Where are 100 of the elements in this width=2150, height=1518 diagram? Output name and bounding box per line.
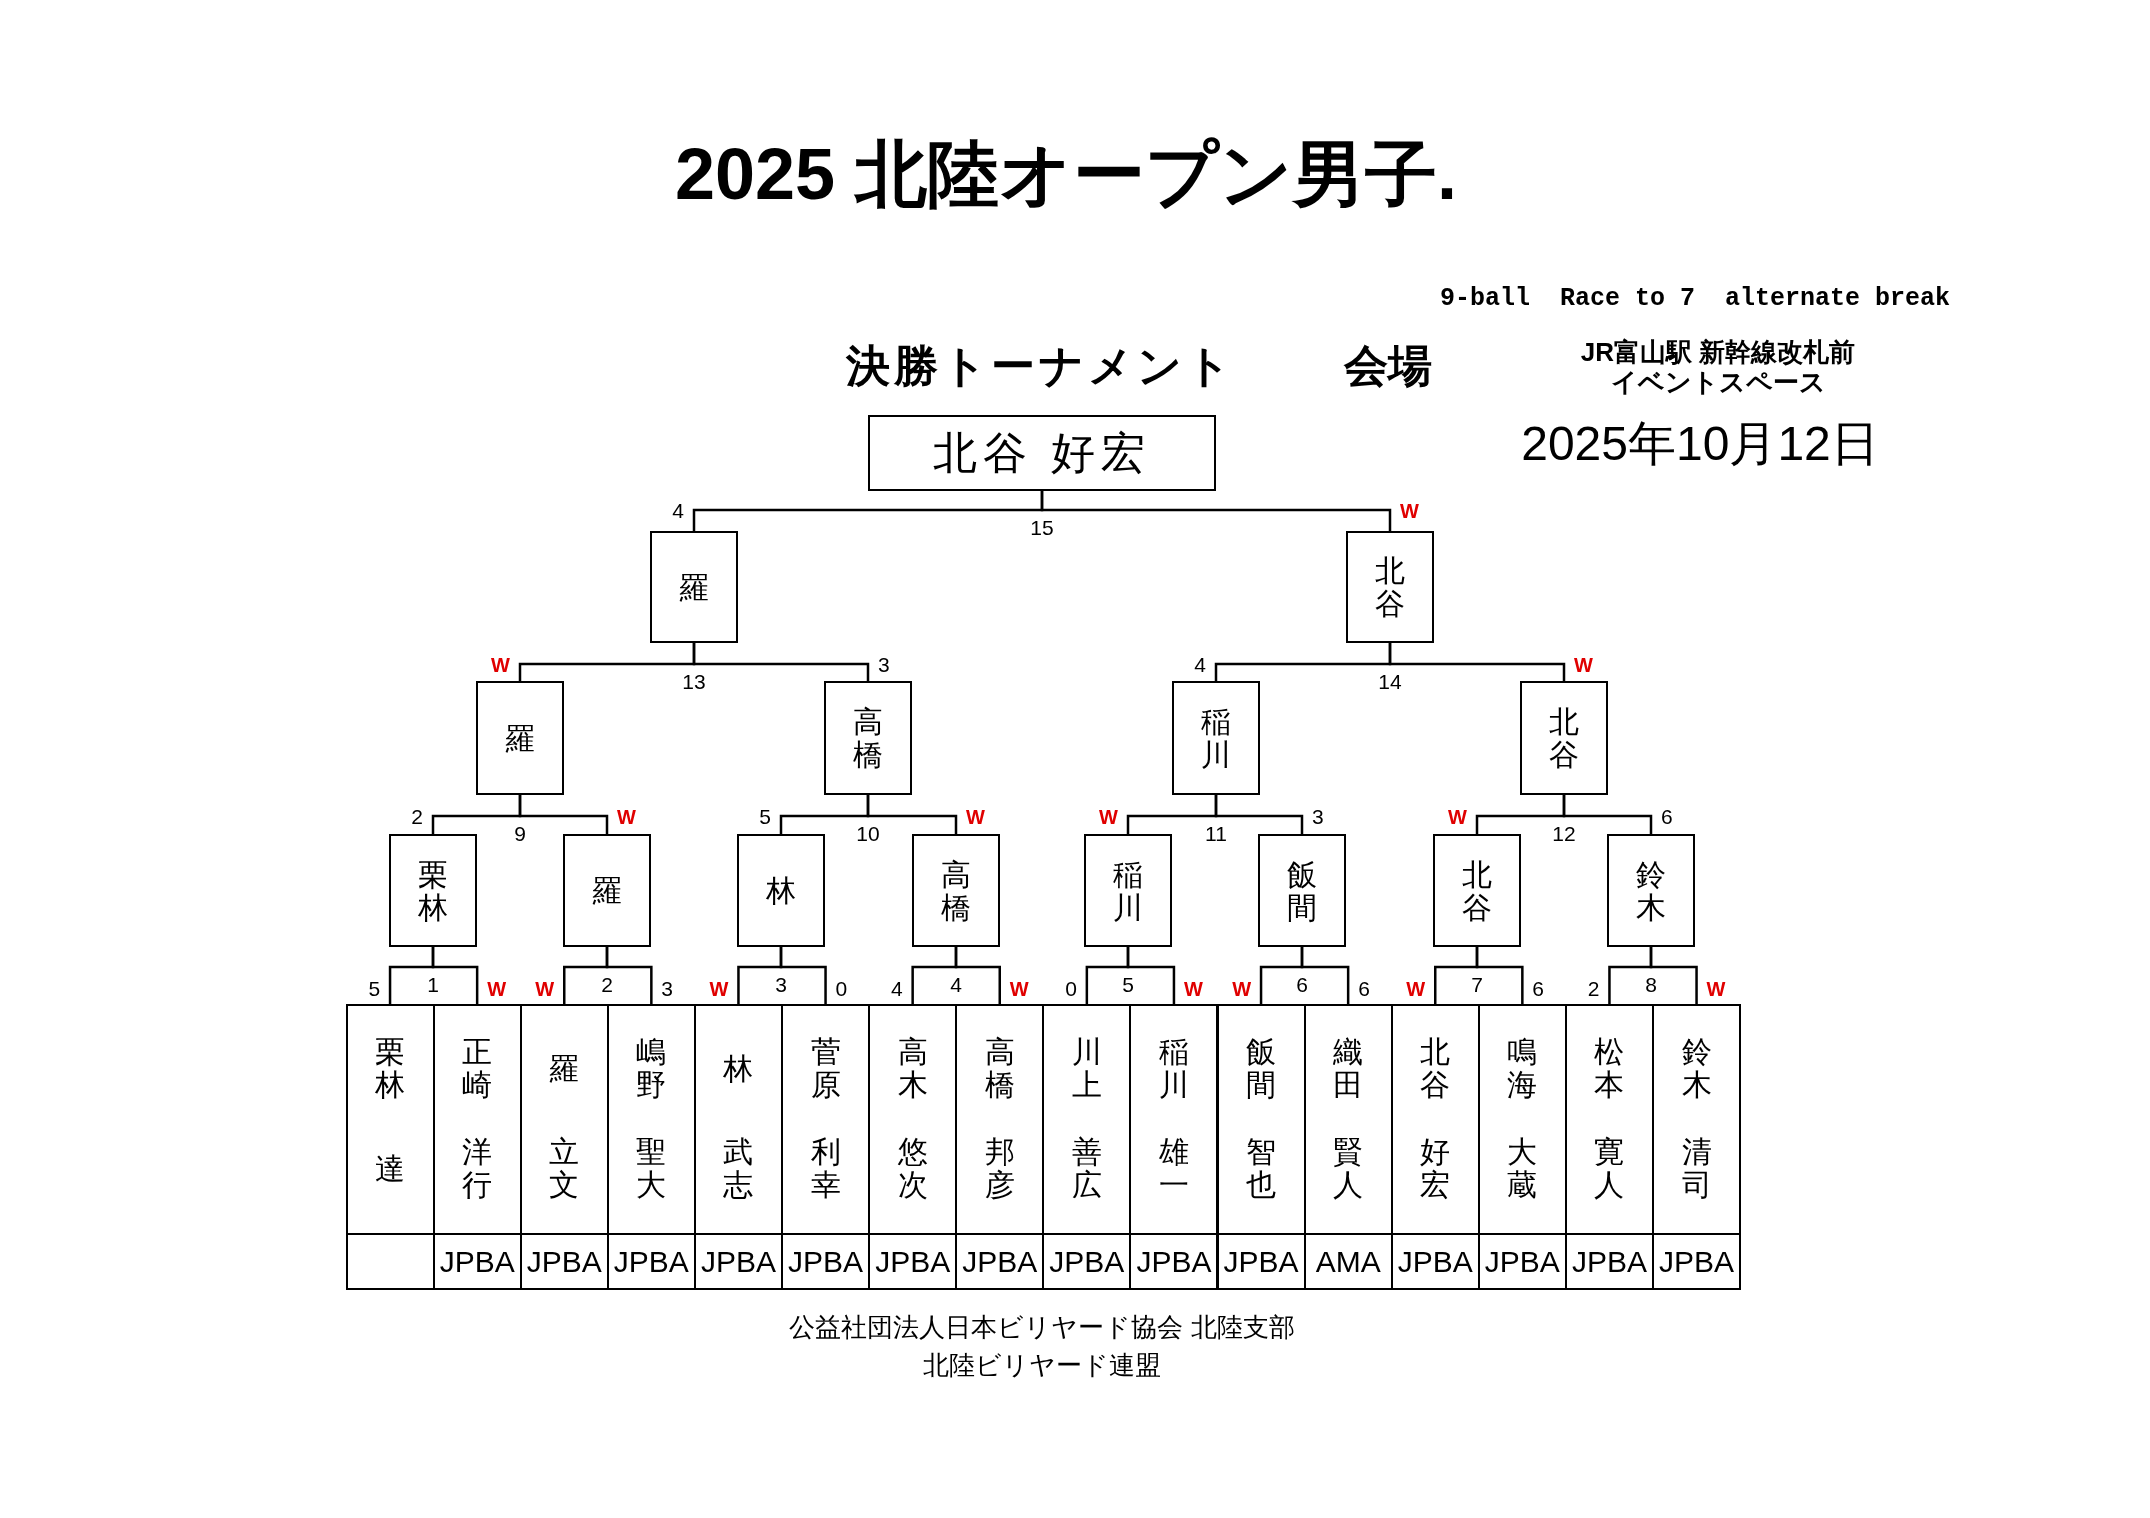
score-label: 3: [878, 653, 890, 677]
score-label: 6: [1358, 977, 1370, 1001]
score-label: 5: [759, 805, 771, 829]
score-label: 6: [1661, 805, 1673, 829]
player-surname: 正崎: [462, 1035, 493, 1101]
player-given-name: 武志: [723, 1135, 754, 1201]
bracket-box: [389, 834, 477, 947]
table-cell: [1129, 1233, 1219, 1290]
player-surname: 稲川: [1158, 1035, 1189, 1101]
match-number: 9: [514, 821, 526, 847]
score-label: W: [1009, 977, 1029, 1001]
org-text: JPBA: [1484, 1244, 1560, 1280]
bracket-line: [1475, 947, 1524, 1004]
match-number: 3: [775, 972, 787, 998]
org-text: JPBA: [962, 1244, 1038, 1280]
player-cell: [1129, 1004, 1219, 1235]
player-cell: [1216, 1004, 1306, 1235]
player-surname: 北谷: [1549, 705, 1579, 771]
player-surname: 鈴木: [1636, 857, 1666, 924]
match-number: 2: [601, 972, 613, 998]
match-number: 5: [1122, 972, 1134, 998]
score-label: 4: [1194, 653, 1206, 677]
org-text: JPBA: [1659, 1244, 1735, 1280]
info-text: 公益社団法人日本ビリヤード協会 北陸支部: [789, 1311, 1295, 1344]
player-surname: 栗林: [375, 1035, 406, 1101]
match-number: 10: [856, 821, 880, 847]
score-label: W: [966, 805, 985, 829]
score-label: W: [1406, 977, 1426, 1001]
player-surname: 飯間: [1246, 1035, 1277, 1101]
score-label: W: [1183, 977, 1203, 1001]
info-text: 9-ball Race to 7 alternate break: [1440, 283, 1951, 315]
bracket-line: [1126, 947, 1176, 1004]
score-label: 4: [672, 499, 684, 523]
bracket-line: [1388, 643, 1566, 681]
score-label: W: [1574, 653, 1593, 677]
bracket-line: [431, 947, 479, 1004]
player-surname: 北谷: [1420, 1035, 1451, 1101]
table-cell: [1216, 1233, 1306, 1290]
bracket-line: [1214, 795, 1304, 834]
match-number: 6: [1296, 972, 1308, 998]
org-text: JPBA: [1049, 1244, 1125, 1280]
bracket-box: [650, 531, 738, 643]
org-text: JPBA: [526, 1244, 602, 1280]
match-number: 14: [1378, 669, 1402, 695]
score-label: 3: [1312, 805, 1324, 829]
table-cell: [345, 1233, 435, 1290]
player-given-name: 洋行: [462, 1135, 493, 1201]
player-surname: 羅: [549, 1051, 580, 1085]
match-number: 7: [1471, 972, 1483, 998]
bracket-box: [1433, 834, 1521, 947]
bracket-box: [912, 834, 1000, 947]
org-text: JPBA: [613, 1244, 689, 1280]
player-surname: 高橋: [853, 705, 883, 771]
player-given-name: 寛人: [1594, 1135, 1625, 1201]
player-surname: 高橋: [941, 857, 971, 924]
info-text: 2025年10月12日: [1521, 416, 1879, 472]
org-text: JPBA: [875, 1244, 951, 1280]
player-surname: 飯間: [1287, 857, 1317, 924]
bracket-line: [1040, 491, 1392, 531]
player-surname: 松本: [1594, 1035, 1625, 1101]
score-label: W: [709, 977, 729, 1001]
match-number: 13: [682, 669, 706, 695]
info-text: 北陸ビリヤード連盟: [923, 1349, 1161, 1382]
score-label: W: [1400, 499, 1419, 523]
info-text: 決勝トーナメント: [846, 340, 1235, 392]
bracket-box: [563, 834, 651, 947]
org-text: JPBA: [1223, 1244, 1299, 1280]
bracket-line: [518, 795, 609, 834]
org-text: JPBA: [1571, 1244, 1647, 1280]
match-number: 4: [950, 972, 962, 998]
bracket-box: [476, 681, 564, 795]
score-label: W: [491, 653, 510, 677]
player-given-name: 邦彦: [984, 1135, 1015, 1201]
player-given-name: 智也: [1246, 1135, 1277, 1201]
player-given-name: 利幸: [810, 1135, 841, 1201]
score-label: W: [1232, 977, 1252, 1001]
player-surname: 菅原: [810, 1035, 841, 1101]
org-text: AMA: [1315, 1244, 1381, 1280]
org-text: JPBA: [1397, 1244, 1473, 1280]
score-label: 6: [1532, 977, 1545, 1001]
score-label: 3: [661, 977, 674, 1001]
bracket-line: [1300, 947, 1350, 1004]
player-given-name: 雄一: [1158, 1135, 1189, 1201]
score-label: W: [617, 805, 636, 829]
bracket-box: [1084, 834, 1172, 947]
score-label: W: [535, 977, 555, 1001]
bracket-box: [1172, 681, 1260, 795]
match-number: 8: [1645, 972, 1657, 998]
org-text: JPBA: [439, 1244, 515, 1280]
score-label: 0: [1065, 977, 1077, 1001]
winner-name: 北谷 好宏: [932, 427, 1152, 479]
player-surname: 嶋野: [636, 1035, 667, 1101]
player-surname: 稲川: [1201, 705, 1231, 771]
bracket-box: [1607, 834, 1695, 947]
player-surname: 北谷: [1462, 857, 1492, 924]
match-number: 11: [1205, 821, 1227, 847]
title: 2025 北陸オープン男子.: [674, 138, 1458, 210]
player-surname: 高木: [897, 1035, 928, 1101]
player-given-name: 大蔵: [1507, 1135, 1538, 1201]
score-label: 2: [1587, 977, 1600, 1001]
